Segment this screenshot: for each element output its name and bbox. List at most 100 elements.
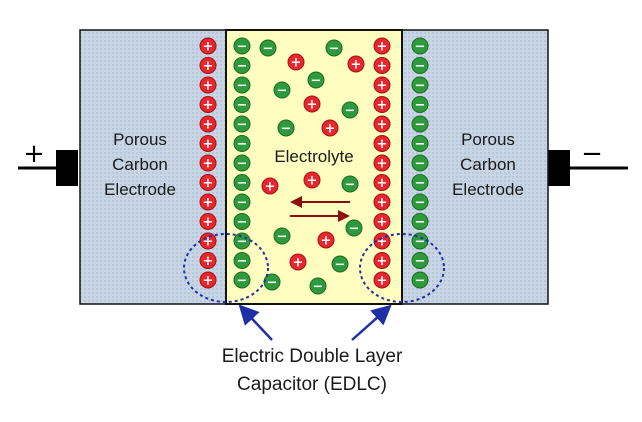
electrolyte-label: Electrolyte [274,147,353,166]
svg-text:+: + [293,256,304,271]
svg-text:+: + [377,176,388,191]
right-electrode-label-line-3: Electrode [452,180,524,199]
caption-line-2: Capacitor (EDLC) [237,374,387,395]
svg-text:+: + [203,98,214,113]
anion-ion: − [411,135,429,152]
svg-text:−: − [281,122,292,137]
svg-text:−: − [237,40,248,55]
svg-text:−: − [335,258,346,273]
svg-text:+: + [377,254,388,269]
svg-text:−: − [345,178,356,193]
cation-ion: + [321,119,339,137]
cation-ion: + [199,96,217,113]
cation-ion: + [373,193,391,211]
cation-ion: + [347,55,365,73]
svg-text:+: + [325,122,336,137]
left-electrode-label-line-2: Carbon [112,155,168,174]
svg-text:+: + [203,196,214,211]
svg-text:−: − [415,79,426,94]
cation-ion: + [373,174,391,191]
svg-text:−: − [415,98,426,113]
cation-ion: + [199,115,217,133]
svg-text:−: − [415,176,426,191]
right-double-layer-highlight [359,233,445,303]
cation-ion: + [199,174,217,191]
right-terminal: − [548,139,628,186]
svg-text:−: − [237,157,248,172]
svg-text:+: + [377,157,388,172]
svg-text:+: + [307,98,318,113]
svg-text:+: + [377,274,388,289]
svg-text:+: + [377,79,388,94]
cation-ion: + [373,271,391,289]
cation-ion: + [199,154,217,172]
svg-text:−: − [415,274,426,289]
cation-ion: + [199,232,217,250]
anion-ion: − [411,174,429,191]
cation-ion: + [199,57,217,74]
svg-text:+: + [203,118,214,133]
svg-text:−: − [267,276,278,291]
cation-ion: + [261,177,279,195]
anion-ion: − [233,213,251,230]
anion-ion: − [325,39,343,57]
anion-ion: − [307,71,325,89]
ion-migration-arrows [290,196,350,222]
svg-text:−: − [237,254,248,269]
svg-text:−: − [415,157,426,172]
right-electrode-label: Porous Carbon Electrode [452,130,524,199]
anion-ion: − [233,154,251,172]
right-pointer-arrow [351,304,392,341]
svg-text:−: − [415,59,426,74]
anion-ion: − [411,57,429,74]
caption-line-1: Electric Double Layer [222,346,403,367]
svg-text:+: + [265,180,276,195]
svg-text:+: + [203,157,214,172]
svg-text:+: + [203,215,214,230]
cation-ion: + [303,171,321,189]
anion-ion: − [341,101,359,119]
svg-text:−: − [237,59,248,74]
cation-ion: + [373,213,391,230]
svg-text:+: + [203,274,214,289]
cation-ion: + [289,253,307,271]
cation-ion: + [199,135,217,152]
svg-text:−: − [415,215,426,230]
svg-text:+: + [203,254,214,269]
anion-ion: − [331,255,349,273]
svg-text:−: − [237,79,248,94]
svg-text:−: − [345,104,356,119]
svg-text:−: − [237,215,248,230]
left-double-layer-highlight [183,233,269,303]
cation-ion: + [199,76,217,94]
left-terminal: + [18,139,78,186]
anion-ion: − [411,232,429,250]
anion-ion: − [341,175,359,193]
cation-ion: + [317,231,335,249]
svg-text:−: − [313,280,324,295]
anion-ion: − [411,154,429,172]
right-electrode-label-line-2: Carbon [460,155,516,174]
anion-ion: − [233,37,251,55]
anion-ion: − [263,273,281,291]
anion-ion: − [233,135,251,152]
anion-ion: − [233,57,251,74]
anion-ion: − [233,232,251,250]
svg-text:−: − [277,230,288,245]
svg-text:−: − [415,137,426,152]
svg-text:−: − [237,118,248,133]
svg-text:+: + [377,98,388,113]
svg-text:−: − [415,118,426,133]
svg-text:−: − [311,74,322,89]
svg-text:+: + [203,235,214,250]
svg-text:−: − [237,196,248,211]
cation-ion: + [373,154,391,172]
cation-ion: + [373,57,391,74]
anion-ion: − [233,271,251,289]
cation-ion: + [373,96,391,113]
negative-terminal-sign: − [581,139,603,169]
right-electrode-label-line-1: Porous [461,130,515,149]
cation-ion: + [373,37,391,55]
svg-text:+: + [203,137,214,152]
cation-ion: + [199,252,217,269]
